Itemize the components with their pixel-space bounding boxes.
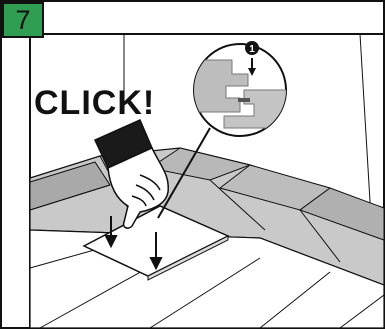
lock-joint [238,98,250,102]
step-marker-number: 1 [249,44,255,55]
click-callout: CLICK! [34,84,155,123]
step-number-badge: 7 [2,2,44,38]
